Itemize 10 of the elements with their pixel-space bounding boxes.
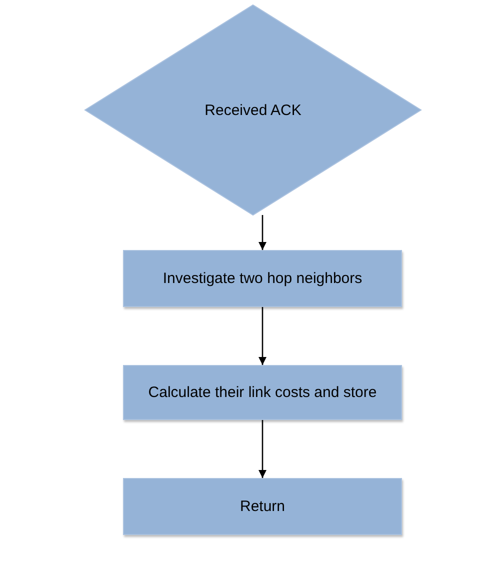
process-box	[123, 250, 402, 307]
node-label: Received ACK	[204, 102, 302, 118]
arrow	[258, 215, 266, 250]
node-label: Return	[240, 498, 286, 515]
process-box	[123, 478, 402, 535]
process-box	[123, 365, 402, 420]
arrow	[258, 420, 266, 478]
node-label: Investigate two hop neighbors	[162, 270, 362, 287]
node-label: Calculate their link costs and store	[148, 384, 377, 401]
arrow	[258, 307, 266, 365]
